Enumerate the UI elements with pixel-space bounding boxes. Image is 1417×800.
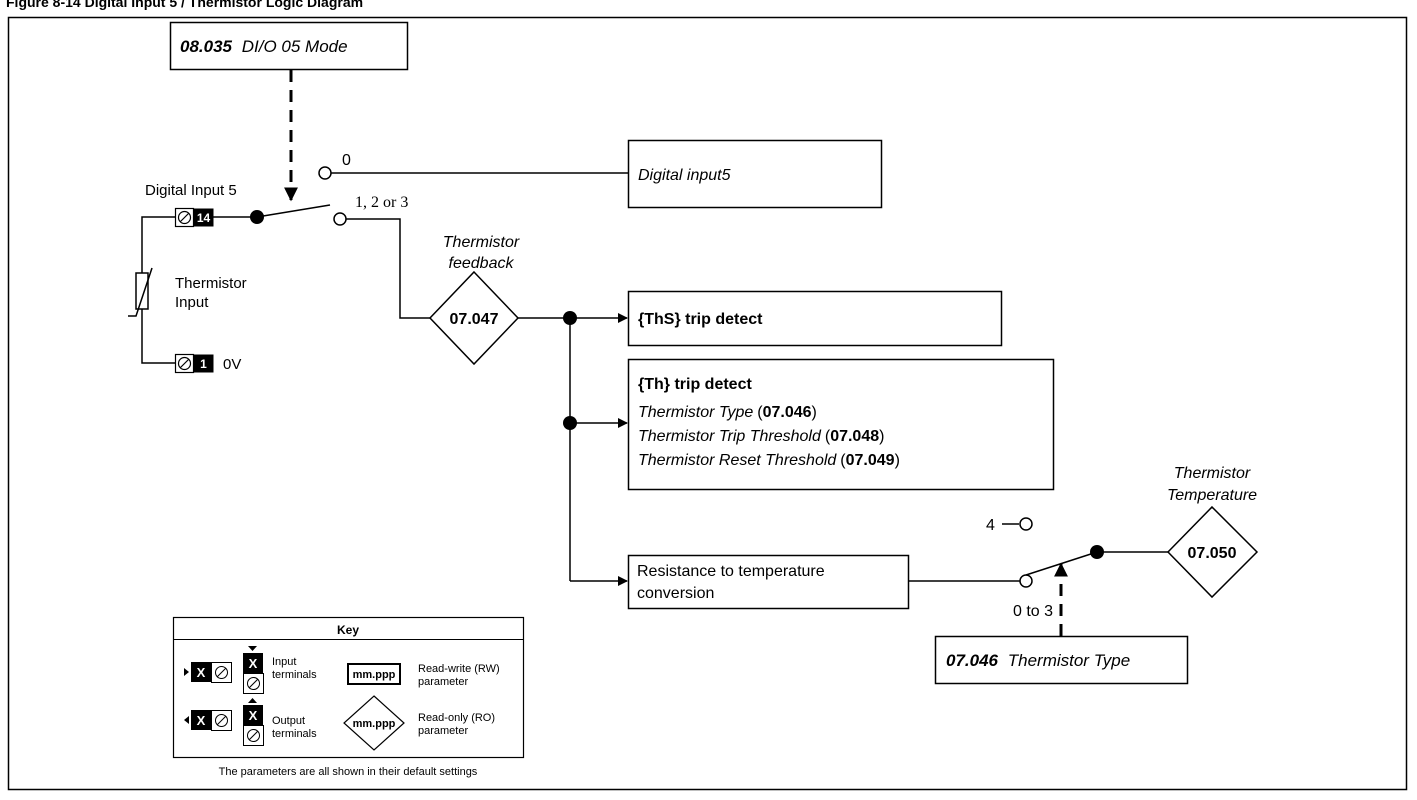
switch1-contact-0 (318, 166, 332, 180)
key-rw-label-2: parameter (418, 676, 468, 688)
mode-parameter-box: 08.035 DI/O 05 Mode (169, 21, 409, 71)
thermistor-input-label-1: Thermistor (175, 275, 247, 292)
th-line-trip-threshold: Thermistor Trip Threshold(07.048) (638, 428, 884, 445)
ths-trip-detect-label: {ThS} trip detect (638, 311, 763, 328)
feedback-parameter-number: 07.047 (450, 311, 499, 328)
key-x-4: X (249, 708, 258, 723)
switch1-contact-123 (333, 212, 347, 226)
th-line-type-param: 07.046 (763, 404, 812, 421)
key-input-label-2: terminals (272, 669, 317, 681)
key-rw-label-1: Read-write (RW) (418, 663, 500, 675)
th-line-reset-threshold-param: 07.049 (846, 452, 895, 469)
digital-input5-box: Digital input5 (627, 139, 883, 209)
key-title: Key (337, 623, 359, 637)
key-legend: Key X X Input terminals mm.ppp Read-writ… (172, 616, 525, 759)
switch1-label-123: 1, 2 or 3 (355, 194, 408, 211)
key-ro-label-2: parameter (418, 725, 468, 737)
type-parameter-number: 07.046 (946, 651, 999, 670)
th-trip-detect-title: {Th} trip detect (638, 376, 752, 393)
conversion-box: Resistance to temperature conversion (627, 554, 910, 610)
switch2-label-4: 4 (986, 517, 995, 534)
wire-to-feedback (346, 218, 430, 319)
zero-volt-label: 0V (223, 356, 241, 373)
key-ro-symbol-text: mm.ppp (353, 718, 396, 730)
conversion-label-2: conversion (637, 585, 714, 602)
type-parameter-name: Thermistor Type (1008, 651, 1131, 670)
key-x-1: X (197, 665, 206, 680)
ths-trip-detect-box: {ThS} trip detect (627, 290, 1003, 347)
key-output-terminal-vertical-icon: X (243, 698, 264, 746)
th-line-reset-threshold-name: Thermistor Reset Threshold (638, 452, 837, 469)
feedback-label-1: Thermistor (443, 234, 520, 251)
switch2-contact-4 (1019, 517, 1033, 531)
key-input-terminal-vertical-icon: X (243, 646, 264, 694)
key-x-3: X (197, 713, 206, 728)
key-input-label-1: Input (272, 656, 296, 668)
terminal-1: 1 (174, 353, 214, 374)
digital-input5-label: Digital input5 (638, 167, 731, 184)
type-parameter-box: 07.046 Thermistor Type (934, 635, 1189, 685)
switch2-contact-0to3 (1019, 574, 1033, 588)
key-footer-note: The parameters are all shown in their de… (219, 766, 478, 778)
thermistor-icon (128, 267, 153, 317)
feedback-parameter-diamond: 07.047 (428, 270, 520, 366)
th-trip-detect-box: {Th} trip detect Thermistor Type(07.046)… (627, 358, 1055, 491)
key-ro-parameter-icon: mm.ppp (343, 695, 405, 751)
mode-parameter-name: DI/O 05 Mode (242, 37, 348, 56)
key-x-2: X (249, 656, 258, 671)
th-line-trip-threshold-param: 07.048 (830, 428, 879, 445)
figure-caption: Figure 8-14 Digital Input 5 / Thermistor… (6, 0, 363, 10)
temperature-label-2: Temperature (1167, 487, 1257, 504)
th-line-type: Thermistor Type(07.046) (638, 404, 817, 421)
key-ro-label-1: Read-only (RO) (418, 712, 495, 724)
temperature-parameter-number: 07.050 (1188, 545, 1237, 562)
key-rw-parameter-icon: mm.ppp (347, 663, 401, 685)
digital-input-label: Digital Input 5 (145, 182, 237, 199)
th-line-trip-threshold-name: Thermistor Trip Threshold (638, 428, 822, 445)
temperature-parameter-diamond: 07.050 (1166, 505, 1259, 599)
conversion-label-1: Resistance to temperature (637, 563, 825, 580)
th-line-type-name: Thermistor Type (638, 404, 753, 421)
switch2-label-0to3: 0 to 3 (1013, 603, 1053, 620)
key-output-label-2: terminals (272, 728, 317, 740)
diagram-frame (7, 16, 1408, 791)
key-output-label-1: Output (272, 715, 305, 727)
terminal-14: 14 (174, 207, 214, 228)
svg-text:08.035 DI/O 05 Mode: 08.035 DI/O 05 Mode (180, 37, 348, 56)
key-input-terminal-horizontal-icon: X (184, 662, 232, 683)
svg-text:07.046 Thermistor Type: 07.046 Thermistor Type (946, 651, 1130, 670)
terminal-1-number: 1 (200, 357, 207, 371)
temperature-label-1: Thermistor (1174, 465, 1251, 482)
switch1-blade (256, 204, 331, 218)
thermistor-input-label-2: Input (175, 294, 209, 311)
key-output-terminal-horizontal-icon: X (184, 710, 232, 731)
th-line-reset-threshold: Thermistor Reset Threshold(07.049) (638, 452, 900, 469)
mode-parameter-number: 08.035 (180, 37, 233, 56)
feedback-label-2: feedback (449, 255, 515, 272)
terminal-14-number: 14 (197, 211, 211, 225)
switch1-label-0: 0 (342, 152, 351, 169)
key-rw-symbol-text: mm.ppp (353, 669, 396, 681)
